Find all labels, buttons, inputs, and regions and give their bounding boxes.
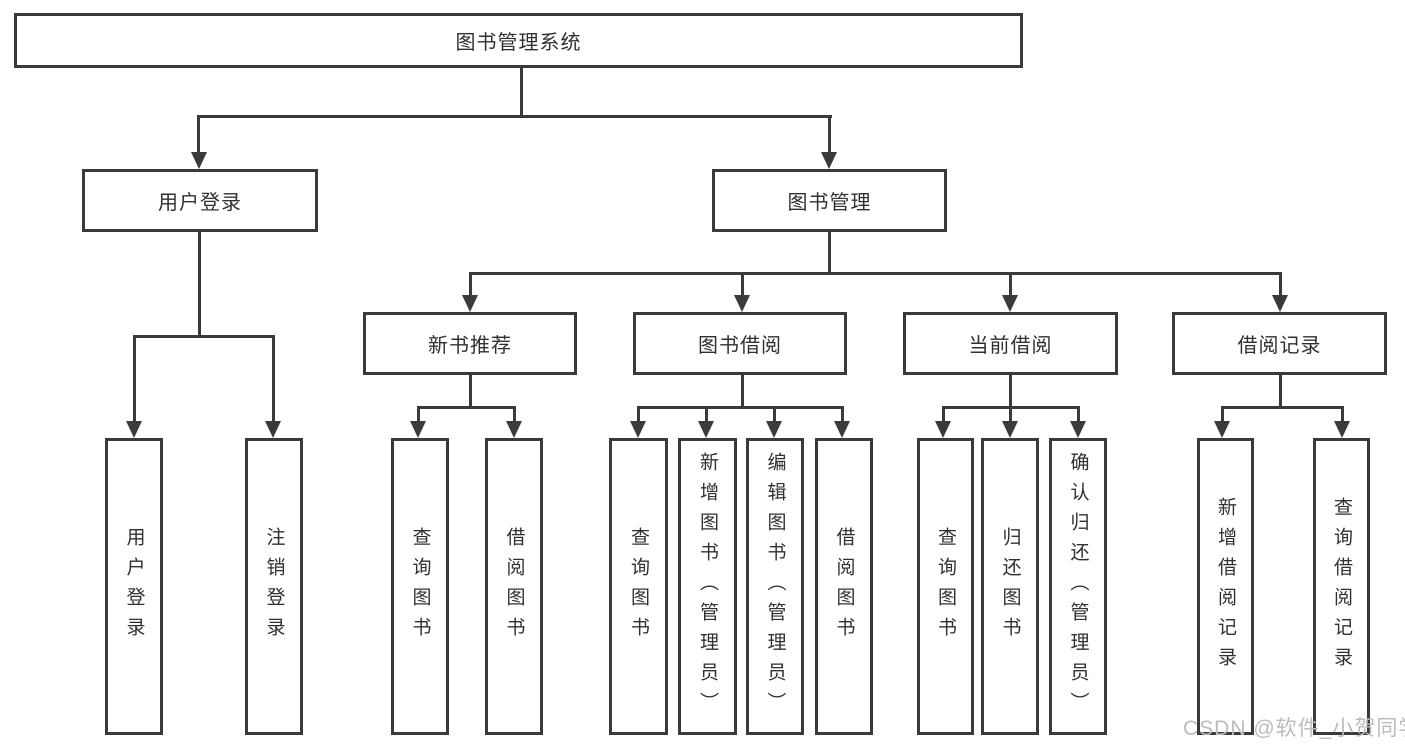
arrowhead-icon xyxy=(734,295,750,312)
connector-line xyxy=(942,406,945,422)
arrowhead-icon xyxy=(191,152,207,169)
leaf-return-books: 归还图书 xyxy=(981,438,1039,735)
connector-line xyxy=(637,406,844,409)
node-current-borrowing: 当前借阅 xyxy=(903,312,1118,375)
connector-line xyxy=(1341,406,1344,422)
leaf-edit-books-admin: 编辑图书（管理员） xyxy=(746,438,804,735)
arrowhead-icon xyxy=(1334,421,1350,438)
leaf-query-books-current: 查询图书 xyxy=(917,438,974,735)
connector-line xyxy=(1279,272,1282,296)
arrowhead-icon xyxy=(1214,421,1230,438)
node-label: 当前借阅 xyxy=(968,335,1053,357)
node-label: 新书推荐 xyxy=(428,335,512,357)
arrowhead-icon xyxy=(821,152,837,169)
arrowhead-icon xyxy=(1002,421,1018,438)
node-label: 图书借阅 xyxy=(698,335,782,357)
node-book-borrowing: 图书借阅 xyxy=(633,312,847,375)
node-borrowing-records: 借阅记录 xyxy=(1172,312,1387,375)
connector-line xyxy=(133,335,275,338)
connector-line xyxy=(1221,406,1224,422)
arrowhead-icon xyxy=(935,421,951,438)
leaf-label: 借阅图书 xyxy=(503,526,525,647)
csdn-watermark: CSDN @软件_小贺同学 xyxy=(1183,717,1405,740)
arrowhead-icon xyxy=(506,421,522,438)
connector-line xyxy=(513,406,516,422)
leaf-logout: 注销登录 xyxy=(245,438,303,735)
connector-line xyxy=(272,335,275,421)
leaf-label: 新增图书（管理员） xyxy=(697,451,718,722)
arrowhead-icon xyxy=(834,421,850,438)
leaf-add-books-admin: 新增图书（管理员） xyxy=(678,438,737,735)
connector-line xyxy=(469,375,472,409)
node-label: 用户登录 xyxy=(158,192,242,214)
connector-line xyxy=(1009,406,1012,422)
connector-line xyxy=(1009,375,1012,409)
connector-line xyxy=(469,272,1282,275)
leaf-label: 新增借阅记录 xyxy=(1215,496,1236,677)
connector-line xyxy=(417,406,516,409)
leaf-borrow-books-recommend: 借阅图书 xyxy=(485,438,543,735)
arrowhead-icon xyxy=(698,421,714,438)
node-label: 图书管理系统 xyxy=(455,32,582,54)
arrowhead-icon xyxy=(410,421,426,438)
connector-line xyxy=(1009,272,1012,296)
node-user-login: 用户登录 xyxy=(82,169,318,232)
connector-line xyxy=(828,115,831,153)
leaf-query-books-recommend: 查询图书 xyxy=(391,438,449,735)
leaf-label: 确认归还（管理员） xyxy=(1067,451,1089,722)
leaf-borrow-books: 借阅图书 xyxy=(815,438,873,735)
connector-line xyxy=(197,115,200,153)
arrowhead-icon xyxy=(766,421,782,438)
arrowhead-icon xyxy=(462,295,478,312)
connector-line xyxy=(841,406,844,422)
node-library-management-system: 图书管理系统 xyxy=(14,13,1023,68)
leaf-label: 查询图书 xyxy=(409,526,431,647)
arrowhead-icon xyxy=(630,421,646,438)
node-book-management: 图书管理 xyxy=(712,169,947,232)
connector-line xyxy=(705,406,708,422)
leaf-query-borrow-record: 查询借阅记录 xyxy=(1313,438,1370,735)
leaf-label: 注销登录 xyxy=(263,526,285,647)
connector-line xyxy=(741,272,744,296)
connector-line xyxy=(469,272,472,296)
connector-line xyxy=(520,67,523,118)
node-label: 图书管理 xyxy=(787,192,872,214)
leaf-label: 归还图书 xyxy=(999,526,1021,647)
connector-line xyxy=(1221,406,1344,409)
connector-line xyxy=(828,232,831,275)
connector-line xyxy=(198,232,201,338)
connector-line xyxy=(1279,375,1282,409)
node-label: 借阅记录 xyxy=(1237,335,1322,357)
arrowhead-icon xyxy=(126,421,142,438)
arrowhead-icon xyxy=(265,421,281,438)
connector-line xyxy=(773,406,776,422)
connector-line xyxy=(637,406,640,422)
arrowhead-icon xyxy=(1002,295,1018,312)
connector-line xyxy=(417,406,420,422)
leaf-query-books-borrow: 查询图书 xyxy=(609,438,668,735)
arrowhead-icon xyxy=(1070,421,1086,438)
connector-line xyxy=(741,375,744,409)
connector-line xyxy=(133,335,136,421)
leaf-label: 查询图书 xyxy=(628,526,649,647)
leaf-user-login: 用户登录 xyxy=(105,438,163,735)
leaf-label: 查询图书 xyxy=(935,526,956,647)
leaf-label: 借阅图书 xyxy=(833,526,855,647)
leaf-add-borrow-record: 新增借阅记录 xyxy=(1197,438,1254,735)
connector-line xyxy=(1077,406,1080,422)
arrowhead-icon xyxy=(1272,295,1288,312)
leaf-label: 编辑图书（管理员） xyxy=(764,451,786,722)
leaf-label: 查询借阅记录 xyxy=(1331,496,1352,677)
connector-line xyxy=(197,115,832,118)
leaf-label: 用户登录 xyxy=(123,526,145,647)
leaf-confirm-return-admin: 确认归还（管理员） xyxy=(1049,438,1107,735)
node-new-book-recommendation: 新书推荐 xyxy=(363,312,577,375)
